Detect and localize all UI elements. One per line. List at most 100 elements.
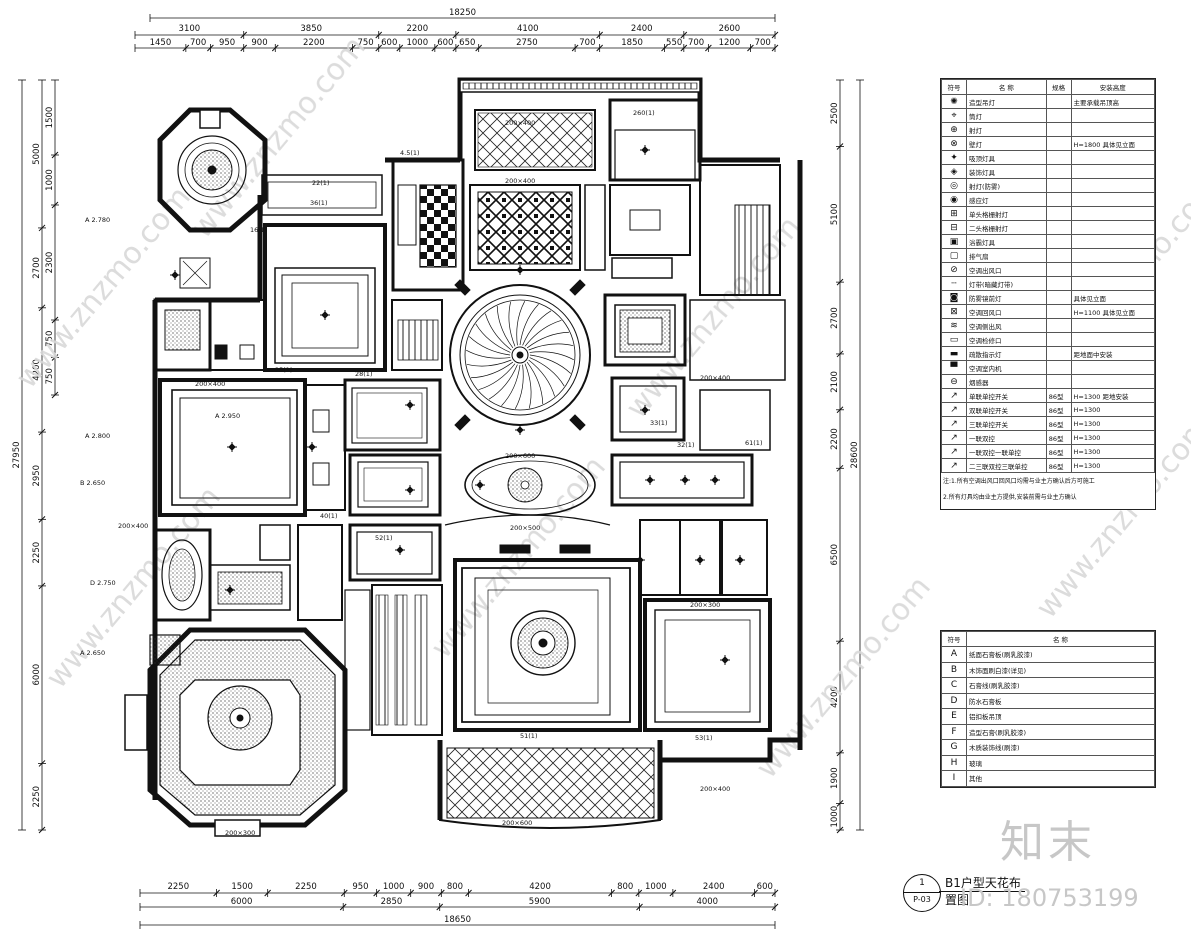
legend2-name: 木饰面刷白漆(详见)	[966, 661, 1155, 678]
dimension-label: 550	[666, 38, 682, 48]
legend-name: 单头格栅射灯	[966, 206, 1047, 221]
dimension-label: 3850	[300, 24, 322, 34]
legend-symbol: ✺	[941, 94, 967, 109]
svg-text:D 2.750: D 2.750	[90, 579, 116, 587]
light-fixture-symbol	[635, 555, 645, 565]
legend-height	[1070, 192, 1156, 207]
legend-height	[1070, 122, 1156, 137]
legend-height: H=1300	[1070, 416, 1156, 431]
legend2-symbol: B	[941, 661, 967, 678]
legend-height	[1070, 374, 1156, 389]
dimension-label: 2200	[303, 38, 325, 48]
legend-row: ≋空调侧出风	[941, 318, 1156, 333]
dimension-label: 1000	[406, 38, 428, 48]
dimension-label: 2500	[830, 102, 840, 124]
legend2-symbol: A	[941, 646, 967, 663]
legend-symbol: ▢	[941, 248, 967, 263]
legend-height	[1070, 206, 1156, 221]
legend-spec	[1045, 262, 1072, 277]
dimension-label: 3100	[179, 24, 201, 34]
dimension-label: 5100	[830, 203, 840, 225]
light-fixture-symbol	[227, 442, 237, 452]
dimension-label: 2400	[703, 882, 725, 892]
legend-name: 感应灯	[966, 192, 1047, 207]
legend2-symbol: H	[941, 754, 967, 771]
dimension-label: 1000	[830, 806, 840, 828]
legend-row: ◈装饰灯具	[941, 164, 1156, 179]
legend-symbol: ↗	[941, 444, 967, 459]
svg-text:22(1): 22(1)	[312, 179, 329, 187]
legend-row: ⊞单头格栅射灯	[941, 206, 1156, 221]
legend2-header-row: 符号 名 称	[941, 631, 1155, 647]
svg-text:A 2.950: A 2.950	[215, 412, 240, 420]
light-fixture-symbol	[645, 475, 655, 485]
legend-spec	[1045, 122, 1072, 137]
light-fixture-symbol	[225, 585, 235, 595]
dimension-label: 1500	[231, 882, 253, 892]
legend-spec	[1045, 94, 1072, 109]
legend2-name: 造型石膏(刷乳胶漆)	[966, 723, 1155, 740]
legend2-name: 铝扣板吊顶	[966, 708, 1155, 725]
dimension-label: 900	[251, 38, 267, 48]
living-room-left	[153, 378, 442, 622]
legend2-name: 石膏线(刷乳胶漆)	[966, 677, 1155, 694]
dimension-label: 1900	[830, 767, 840, 789]
svg-text:A 2.800: A 2.800	[85, 432, 110, 440]
dimension-label: 2200	[406, 24, 428, 34]
svg-text:53(1): 53(1)	[695, 734, 712, 742]
legend-name: 二三联双控三联单控	[966, 458, 1047, 473]
dimension-label: 800	[447, 882, 463, 892]
legend-symbol: ◙	[941, 290, 967, 305]
dimension-label: 1000	[645, 882, 667, 892]
legend-height	[1070, 332, 1156, 347]
svg-text:28(1): 28(1)	[355, 370, 372, 378]
legend-name: 射灯(防雾)	[966, 178, 1047, 193]
dimension-label: 2100	[830, 371, 840, 393]
dimension-label: 4200	[830, 686, 840, 708]
svg-text:200×500: 200×500	[510, 524, 540, 532]
dimension-label: 700	[579, 38, 595, 48]
dimension-label: 4200	[32, 359, 42, 381]
svg-text:200×600: 200×600	[505, 452, 535, 460]
dimension-label: 2950	[32, 465, 42, 487]
light-fixture-symbol	[735, 555, 745, 565]
legend-symbol: ▬	[941, 346, 967, 361]
legend2-name: 纸面石膏板(刷乳胶漆)	[966, 646, 1155, 663]
legend-note-2: 2.所有灯具均由业主方提供,安装前需与业主方确认	[943, 494, 1077, 501]
legend-symbol: ⊕	[941, 122, 967, 137]
dimension-label: 700	[755, 38, 771, 48]
legend-height: H=1100 具体见立面	[1070, 304, 1156, 319]
legend-spec	[1045, 206, 1072, 221]
svg-text:A 2.650: A 2.650	[80, 649, 105, 657]
legend-height	[1070, 262, 1156, 277]
legend-name: 一联双控一联单控	[966, 444, 1047, 459]
legend-spec	[1045, 136, 1072, 151]
legend-spec	[1045, 248, 1072, 263]
legend-name: 空调侧出风	[966, 318, 1047, 333]
legend-height: 距地面中安装	[1070, 346, 1156, 361]
legend2-name: 其他	[966, 770, 1155, 787]
dimension-label: 2700	[830, 307, 840, 329]
room-labels: 200×400 260(1) 4.5(1) 200×400 16(1) 25(1…	[80, 109, 762, 837]
legend-symbol: ⊘	[941, 262, 967, 277]
dimension-label: 4000	[696, 897, 718, 907]
upper-left-rooms	[153, 158, 465, 372]
legend-name: 壁灯	[966, 136, 1047, 151]
legend-name: 排气扇	[966, 248, 1047, 263]
dimension-label: 900	[418, 882, 434, 892]
legend-symbol: ◎	[941, 178, 967, 193]
light-fixture-symbol	[395, 545, 405, 555]
light-fixture-symbol	[640, 405, 650, 415]
dimension-label: 5900	[529, 897, 551, 907]
legend-name: 灯带(暗藏灯带)	[966, 276, 1047, 291]
light-fixture-symbol	[515, 425, 525, 435]
